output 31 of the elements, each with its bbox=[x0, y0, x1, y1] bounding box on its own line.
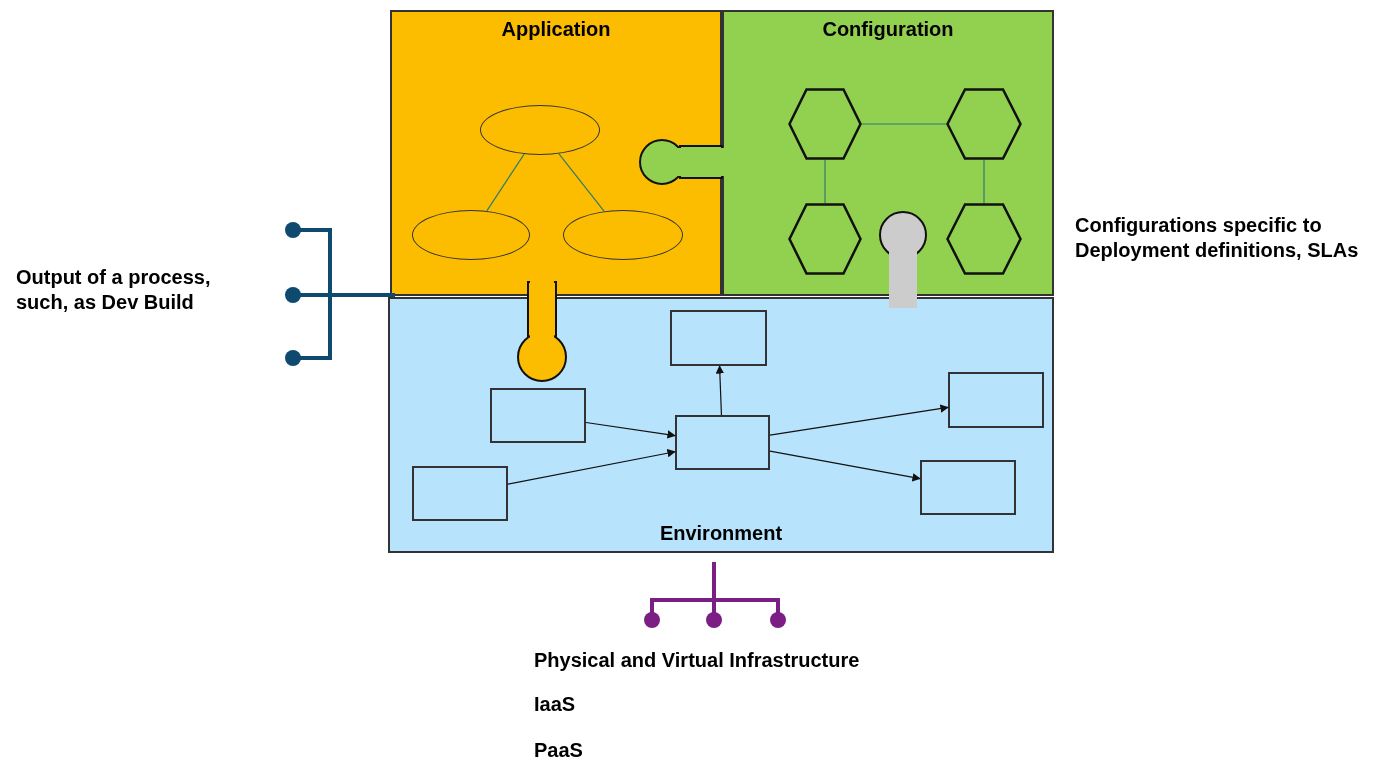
panel bbox=[722, 10, 1054, 296]
annotation-text: IaaS bbox=[534, 692, 576, 717]
arrow bbox=[769, 450, 921, 482]
hexagon-shape bbox=[788, 203, 862, 275]
panel-title: Environment bbox=[659, 522, 783, 545]
hexagon-shape bbox=[788, 88, 862, 160]
connector-line bbox=[558, 153, 605, 212]
arrow bbox=[769, 404, 949, 436]
arrow bbox=[715, 365, 725, 416]
connector-line bbox=[824, 159, 826, 204]
hexagon-shape bbox=[946, 203, 1022, 275]
connector-line bbox=[486, 153, 525, 212]
annotation-text: PaaS bbox=[534, 738, 583, 763]
connector-line bbox=[861, 123, 947, 125]
panel bbox=[388, 297, 1054, 553]
panel bbox=[390, 10, 722, 296]
process-box bbox=[670, 310, 767, 366]
process-box bbox=[948, 372, 1044, 428]
process-box bbox=[490, 388, 586, 443]
hexagon-shape bbox=[946, 88, 1022, 160]
annotation-text: Configurations specific to Deployment definitions, SLAs bbox=[1075, 213, 1360, 263]
panel-title: Configuration bbox=[822, 18, 954, 41]
annotation-text: Output of a process, such, as Dev Build bbox=[16, 265, 212, 315]
connector-line bbox=[983, 159, 985, 204]
annotation-text: Physical and Virtual Infrastructure bbox=[534, 648, 860, 673]
process-box bbox=[675, 415, 770, 470]
process-box bbox=[412, 466, 508, 521]
process-box bbox=[920, 460, 1016, 515]
arrow bbox=[507, 449, 676, 485]
arrow bbox=[585, 421, 676, 439]
panel-title: Application bbox=[501, 18, 611, 41]
